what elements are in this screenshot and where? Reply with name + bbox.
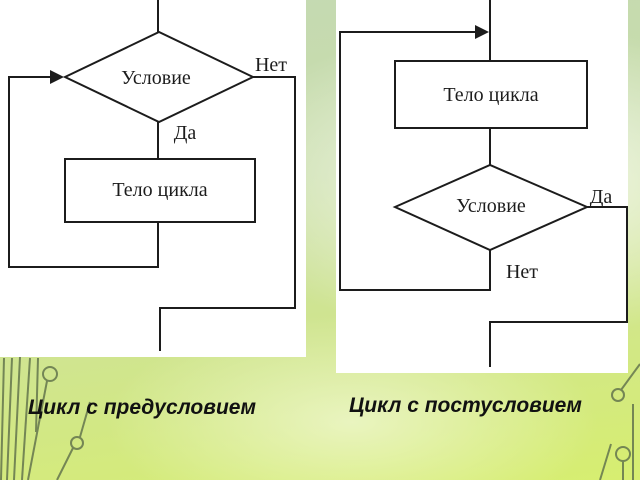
condition-label: Условие [121, 67, 191, 89]
flow-line-loop-back [8, 76, 159, 268]
flow-line-yes-branch [489, 206, 628, 367]
precondition-flowchart: Условие Тело цикла Нет Да [8, 0, 296, 351]
decision-diamond [392, 163, 590, 252]
panel-postcondition-loop: Тело цикла Условие Да Нет [336, 0, 628, 373]
deco-stem [620, 363, 640, 391]
caption-postcondition-loop: Цикл с постусловием [349, 394, 582, 417]
deco-node-circle [42, 366, 58, 382]
flow-line-no-branch [159, 76, 296, 351]
no-branch-label: Нет [506, 261, 538, 283]
no-branch-label: Нет [255, 54, 287, 76]
deco-stem [6, 357, 13, 480]
postcondition-flowchart: Тело цикла Условие Да Нет [339, 0, 628, 367]
deco-node-circle [611, 388, 625, 402]
arrowhead-into-body [475, 25, 489, 39]
arrowhead-into-condition [50, 70, 64, 84]
deco-stem [599, 443, 612, 480]
deco-stem [21, 357, 31, 480]
yes-branch-label: Да [590, 186, 613, 208]
process-box [394, 60, 588, 129]
loop-body-label: Тело цикла [443, 84, 538, 106]
deco-stem [0, 357, 5, 480]
deco-stem [27, 380, 48, 480]
deco-stem [35, 357, 39, 433]
deco-node-circle [615, 446, 631, 462]
deco-node-circle [70, 436, 84, 450]
decision-diamond [62, 30, 256, 124]
deco-stem [79, 401, 91, 438]
deco-stem [56, 447, 74, 480]
process-box [64, 158, 256, 223]
deco-stem [13, 356, 21, 480]
caption-precondition-loop: Цикл с предусловием [28, 396, 256, 419]
condition-label: Условие [456, 195, 526, 217]
panel-precondition-loop: Условие Тело цикла Нет Да [0, 0, 306, 357]
yes-branch-label: Да [174, 122, 197, 144]
loop-body-label: Тело цикла [112, 179, 207, 201]
flow-line-loop-back [339, 31, 491, 291]
